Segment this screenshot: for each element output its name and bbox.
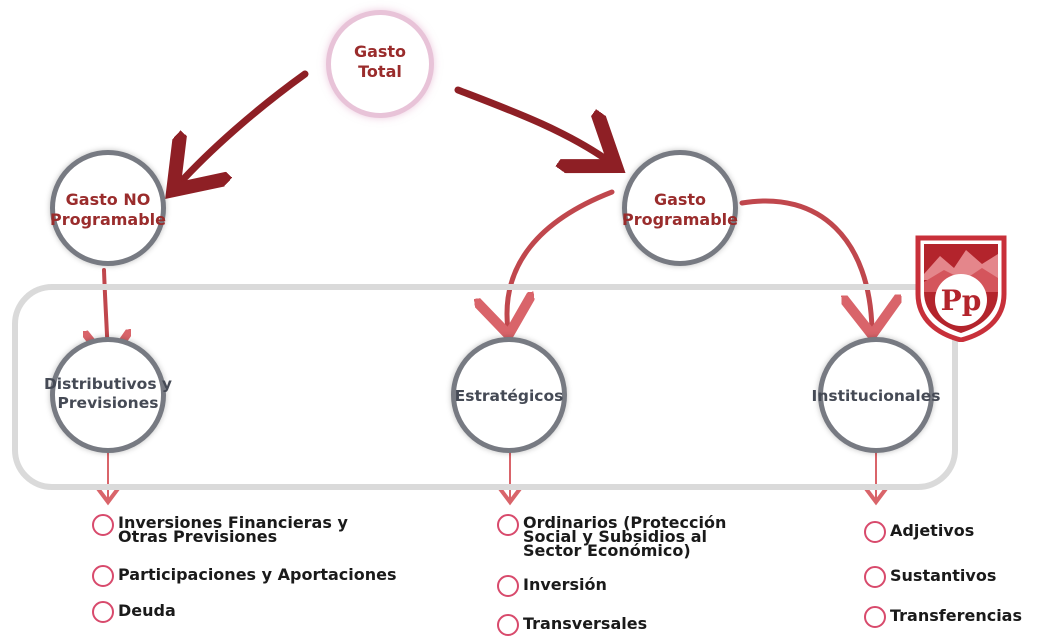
list-item: Inversiones Financieras y Otras Previsio… bbox=[92, 513, 348, 546]
arrow-programable-to-institucionales bbox=[739, 198, 872, 330]
list-item-text: Inversión bbox=[523, 575, 607, 594]
category-group-frame bbox=[12, 284, 958, 490]
list-item: Transferencias bbox=[864, 606, 1022, 628]
node-distributivos-label: Distributivos y Previsiones bbox=[43, 375, 173, 413]
list-item: Participaciones y Aportaciones bbox=[92, 565, 397, 587]
bullet-circle-icon bbox=[92, 565, 114, 587]
list-item: Deuda bbox=[92, 601, 176, 623]
node-estrategicos-label: Estratégicos bbox=[454, 387, 564, 405]
list-item-text: Ordinarios (Protección Social y Subsidio… bbox=[523, 513, 727, 560]
list-item-text: Sustantivos bbox=[890, 566, 997, 585]
node-institucionales bbox=[818, 337, 934, 453]
arrow-root-to-no-programable bbox=[178, 70, 309, 185]
list-item-text: Participaciones y Aportaciones bbox=[118, 565, 397, 584]
bullet-circle-icon bbox=[864, 566, 886, 588]
arrow-programable-to-estrategicos bbox=[507, 189, 615, 330]
bullet-circle-icon bbox=[497, 514, 519, 536]
bullet-circle-icon bbox=[864, 606, 886, 628]
node-gasto-programable bbox=[622, 150, 738, 266]
list-item: Transversales bbox=[497, 614, 647, 636]
list-item-text: Inversiones Financieras y Otras Previsio… bbox=[118, 513, 348, 546]
node-institucionales-label: Institucionales bbox=[811, 387, 941, 405]
node-gasto-no-programable-label: Gasto NO Programable bbox=[49, 190, 166, 229]
bullet-circle-icon bbox=[497, 614, 519, 636]
logo-text: Pp bbox=[941, 284, 982, 317]
list-item: Ordinarios (Protección Social y Subsidio… bbox=[497, 513, 727, 560]
node-gasto-no-programable bbox=[50, 150, 166, 266]
node-gasto-total-label: Gasto Total bbox=[353, 42, 407, 81]
node-gasto-total bbox=[326, 10, 434, 118]
node-distributivos bbox=[50, 337, 166, 453]
bullet-circle-icon bbox=[864, 521, 886, 543]
pp-shield-logo: Pp bbox=[915, 235, 1007, 342]
list-item-text: Transferencias bbox=[890, 606, 1022, 625]
bullet-circle-icon bbox=[497, 575, 519, 597]
node-estrategicos bbox=[451, 337, 567, 453]
node-gasto-programable-label: Gasto Programable bbox=[621, 190, 738, 229]
bullet-circle-icon bbox=[92, 514, 114, 536]
list-item: Sustantivos bbox=[864, 566, 996, 588]
list-item: Inversión bbox=[497, 575, 607, 597]
list-item-text: Deuda bbox=[118, 601, 176, 620]
bullet-circle-icon bbox=[92, 601, 114, 623]
arrow-root-to-programable bbox=[454, 86, 610, 162]
list-item: Adjetivos bbox=[864, 521, 974, 543]
list-item-text: Adjetivos bbox=[890, 521, 975, 540]
list-item-text: Transversales bbox=[523, 614, 648, 633]
